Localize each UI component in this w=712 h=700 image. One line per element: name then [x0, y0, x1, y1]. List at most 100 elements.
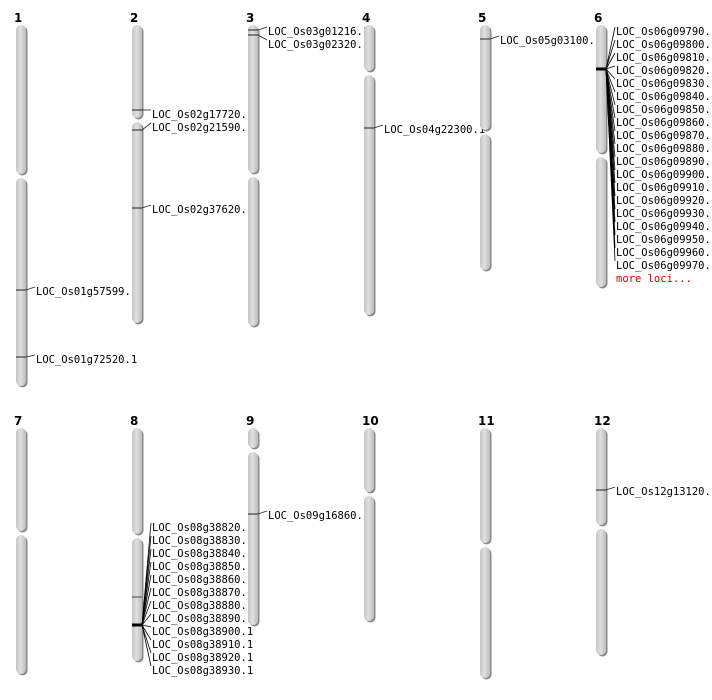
locus-connector — [141, 624, 152, 667]
chromosome-2: 2LOC_Os02g17720.1LOC_Os02g21590.1LOC_Os0… — [130, 11, 253, 325]
chromosome-p-arm — [596, 428, 606, 525]
locus-label[interactable]: LOC_Os06g09810.1 — [616, 52, 712, 64]
locus-label[interactable]: LOC_Os08g38920.1 — [152, 652, 253, 664]
locus-label[interactable]: LOC_Os04g22300.1 — [384, 124, 485, 136]
locus-connector — [25, 354, 36, 358]
locus-label[interactable]: LOC_Os06g09890.1 — [616, 156, 712, 168]
chromosome-q-arm — [132, 538, 142, 661]
locus-label[interactable]: LOC_Os06g09960.1 — [616, 247, 712, 259]
locus-label[interactable]: LOC_Os06g09830.1 — [616, 78, 712, 90]
chromosome-label: 7 — [14, 414, 22, 428]
chromosome-q-arm — [480, 547, 490, 678]
locus-label[interactable]: LOC_Os06g09950.1 — [616, 234, 712, 246]
locus-label[interactable]: LOC_Os03g01216.1 — [268, 26, 369, 38]
chromosome-label: 3 — [246, 11, 254, 25]
locus-label[interactable]: LOC_Os06g09880.1 — [616, 143, 712, 155]
chromosome-q-arm — [596, 529, 606, 655]
chromosome-label: 4 — [362, 11, 370, 25]
chromosome-p-arm — [248, 25, 258, 173]
locus-label[interactable]: LOC_Os06g09970.1 — [616, 260, 712, 272]
chromosome-p-arm — [480, 25, 490, 130]
locus-label[interactable]: LOC_Os06g09860.1 — [616, 117, 712, 129]
locus-connector — [141, 613, 152, 626]
locus-connector — [141, 600, 152, 626]
chromosome-8: 8LOC_Os08g38820.1LOC_Os08g38830.1LOC_Os0… — [130, 414, 253, 677]
locus-label[interactable]: LOC_Os08g38880.1 — [152, 600, 253, 612]
chromosome-p-arm — [364, 428, 374, 492]
locus-label[interactable]: LOC_Os01g57599.1 — [36, 286, 137, 298]
chromosome-p-arm — [16, 428, 26, 531]
locus-label[interactable]: LOC_Os08g38930.1 — [152, 665, 253, 677]
chromosome-label: 12 — [594, 414, 611, 428]
locus-label[interactable]: LOC_Os06g09840.1 — [616, 91, 712, 103]
locus-label[interactable]: LOC_Os09g16860.1 — [268, 510, 369, 522]
chromosome-p-arm — [248, 428, 258, 448]
chromosome-q-arm — [248, 452, 258, 625]
chromosome-label: 8 — [130, 414, 138, 428]
locus-label[interactable]: LOC_Os08g38820.1 — [152, 522, 253, 534]
locus-label[interactable]: LOC_Os06g09930.1 — [616, 208, 712, 220]
chromosome-q-arm — [132, 122, 142, 323]
chromosome-6: 6LOC_Os06g09790.1LOC_Os06g09800.1LOC_Os0… — [594, 11, 712, 289]
locus-label[interactable]: LOC_Os03g02320.1 — [268, 39, 369, 51]
chromosome-q-arm — [364, 75, 374, 315]
locus-connector — [605, 486, 616, 491]
locus-label[interactable]: LOC_Os08g38910.1 — [152, 639, 253, 651]
locus-label[interactable]: LOC_Os06g09940.1 — [616, 221, 712, 233]
locus-label[interactable]: LOC_Os05g03100.1 — [500, 35, 601, 47]
locus-label[interactable]: LOC_Os08g38850.1 — [152, 561, 253, 573]
locus-connector — [605, 39, 616, 70]
locus-connector — [141, 624, 152, 641]
locus-label[interactable]: LOC_Os06g09920.1 — [616, 195, 712, 207]
locus-label[interactable]: LOC_Os08g38890.1 — [152, 613, 253, 625]
chromosome-11: 11 — [478, 414, 495, 680]
chromosome-q-arm — [16, 535, 26, 674]
locus-label[interactable]: LOC_Os06g09910.1 — [616, 182, 712, 194]
chromosome-label: 10 — [362, 414, 379, 428]
locus-connector — [257, 26, 268, 31]
locus-connector — [25, 286, 36, 291]
locus-label[interactable]: LOC_Os08g38900.1 — [152, 626, 253, 638]
locus-label[interactable]: LOC_Os06g09870.1 — [616, 130, 712, 142]
chromosome-q-arm — [364, 496, 374, 621]
locus-connector — [141, 122, 152, 131]
chromosome-label: 9 — [246, 414, 254, 428]
more-loci-link[interactable]: more loci... — [616, 273, 692, 285]
locus-connector — [605, 68, 616, 262]
chromosome-p-arm — [596, 25, 606, 153]
locus-label[interactable]: LOC_Os06g09820.1 — [616, 65, 712, 77]
chromosome-label: 1 — [14, 11, 22, 25]
locus-connector — [141, 624, 152, 628]
locus-label[interactable]: LOC_Os06g09850.1 — [616, 104, 712, 116]
locus-label[interactable]: LOC_Os12g13120.1 — [616, 486, 712, 498]
chromosome-p-arm — [132, 25, 142, 118]
chromosome-q-arm — [248, 177, 258, 326]
locus-label[interactable]: LOC_Os06g09900.1 — [616, 169, 712, 181]
locus-label[interactable]: LOC_Os01g72520.1 — [36, 354, 137, 366]
chromosome-10: 10 — [362, 414, 379, 623]
locus-connector — [605, 68, 616, 80]
locus-connector — [257, 34, 268, 41]
locus-connector — [489, 35, 500, 40]
locus-label[interactable]: LOC_Os06g09790.1 — [616, 26, 712, 38]
chromosome-q-arm — [16, 178, 26, 386]
chromosome-p-arm — [132, 428, 142, 534]
locus-label[interactable]: LOC_Os06g09800.1 — [616, 39, 712, 51]
chromosome-p-arm — [364, 25, 374, 71]
locus-label[interactable]: LOC_Os08g38830.1 — [152, 535, 253, 547]
locus-label[interactable]: LOC_Os02g17720.1 — [152, 109, 253, 121]
locus-label[interactable]: LOC_Os08g38860.1 — [152, 574, 253, 586]
locus-label[interactable]: LOC_Os02g37620.1 — [152, 204, 253, 216]
locus-label[interactable]: LOC_Os02g21590.1 — [152, 122, 253, 134]
locus-label[interactable]: LOC_Os08g38840.1 — [152, 548, 253, 560]
chromosome-q-arm — [480, 134, 490, 270]
chromosome-7: 7 — [14, 414, 28, 676]
locus-connector — [257, 510, 268, 515]
locus-label[interactable]: LOC_Os08g38870.1 — [152, 587, 253, 599]
